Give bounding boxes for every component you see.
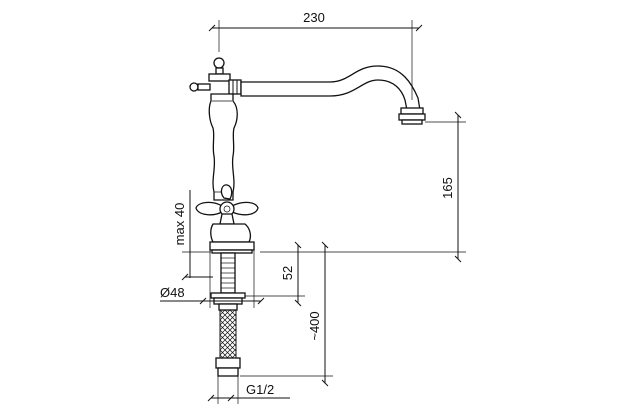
dimension-spout-height: 165 <box>260 111 466 263</box>
dimension-spout-reach: 230 <box>208 10 423 100</box>
dimension-max-thickness: max 40 <box>172 190 213 281</box>
dim-label-shank-length: 52 <box>280 266 295 280</box>
dim-label-max-thickness: max 40 <box>172 203 187 246</box>
dim-label-hose-length: ~400 <box>307 311 322 340</box>
dimension-hose-length: ~400 <box>240 241 333 387</box>
dimension-base-diameter: Ø48 <box>160 250 265 308</box>
dim-label-connection: G1/2 <box>246 382 274 397</box>
dimension-shank-length: 52 <box>245 241 305 307</box>
dimension-connection: G1/2 <box>207 376 290 404</box>
dim-label-base-diameter: Ø48 <box>160 285 185 300</box>
shank-thread <box>221 257 235 289</box>
dim-label-spout-reach: 230 <box>303 10 325 25</box>
dim-label-spout-height: 165 <box>440 177 455 199</box>
